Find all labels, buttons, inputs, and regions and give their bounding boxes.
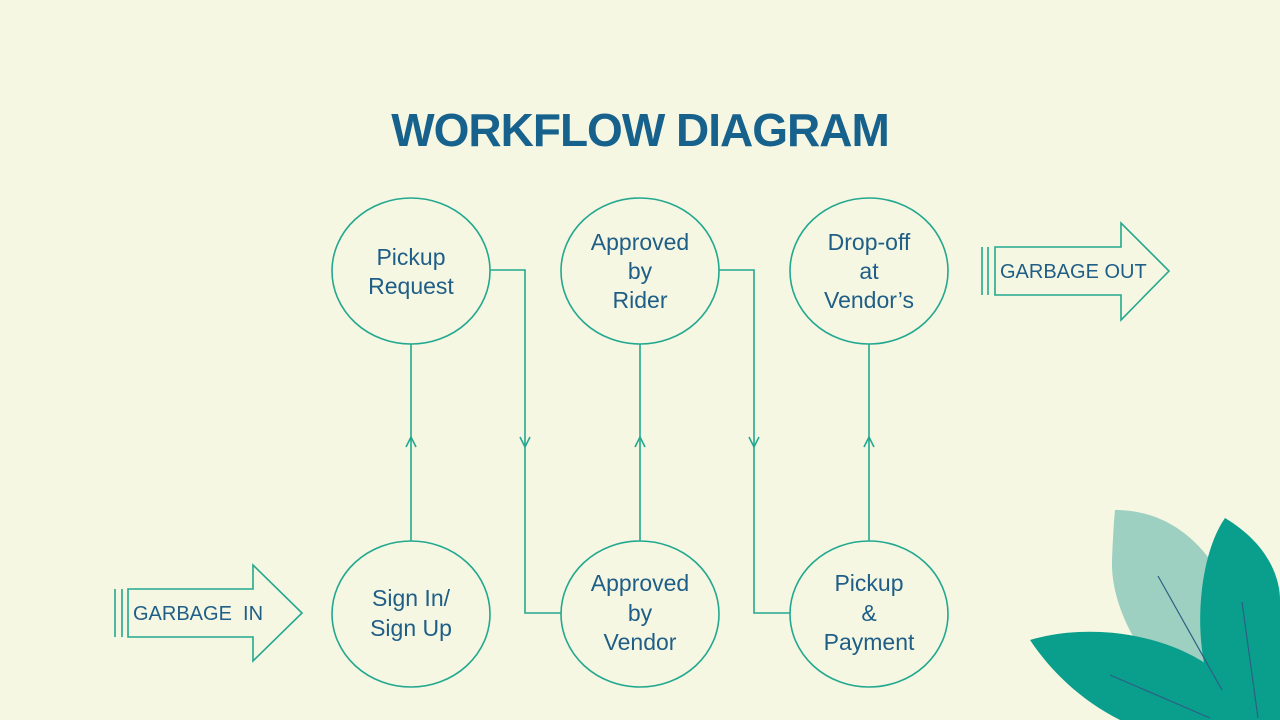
arrowhead-up-icon — [634, 435, 646, 448]
garbage-in-label: GARBAGE IN — [133, 603, 263, 625]
node-approved-by-vendor: Approved by Vendor — [560, 540, 720, 688]
garbage-out-label: GARBAGE OUT — [1000, 261, 1147, 283]
arrowhead-down-icon — [519, 436, 531, 449]
node-label-line: by — [628, 600, 653, 626]
node-label-line: Pickup — [834, 570, 903, 596]
garbage-out-arrow: GARBAGE OUT — [981, 221, 1171, 322]
leaf-dark-icon — [1200, 518, 1280, 720]
node-label-line: & — [861, 600, 876, 626]
edge-approved-rider-to-pickup-payment — [719, 269, 790, 614]
page-title: WORKFLOW DIAGRAM — [391, 104, 889, 156]
node-dropoff-at-vendors: Drop-off at Vendor’s — [789, 197, 949, 345]
node-label-line: Drop-off — [828, 229, 911, 255]
node-label-line: Vendor’s — [824, 287, 914, 313]
arrowhead-down-icon — [748, 436, 760, 449]
node-approved-by-rider: Approved by Rider — [560, 197, 720, 345]
node-label-line: at — [859, 258, 879, 284]
node-label-line: Vendor — [604, 629, 677, 655]
node-pickup-request: Pickup Request — [331, 197, 491, 345]
connectors — [405, 269, 875, 614]
node-pickup-payment: Pickup & Payment — [789, 540, 949, 688]
arrow-right-icon — [127, 563, 304, 663]
node-label-line: Approved — [591, 570, 689, 596]
arrow-right-icon — [994, 221, 1171, 322]
node-label-line: Request — [368, 273, 454, 299]
node-label-line: Rider — [613, 287, 668, 313]
leaf-vein — [1241, 601, 1259, 719]
node-label-line: Sign Up — [370, 615, 452, 641]
node-signin-signup: Sign In/ Sign Up — [331, 540, 491, 688]
decorative-leaves — [1030, 510, 1280, 720]
node-label-line: Sign In/ — [372, 585, 451, 611]
node-label-line: Pickup — [376, 244, 445, 270]
leaf-vein — [1157, 575, 1223, 691]
arrowhead-up-icon — [863, 435, 875, 448]
edge-pickup-request-to-approved-vendor — [490, 269, 561, 614]
leaf-dark-icon — [1030, 631, 1275, 720]
leaf-vein — [1109, 674, 1211, 719]
garbage-in-arrow: GARBAGE IN — [114, 563, 304, 663]
node-label-line: Approved — [591, 229, 689, 255]
node-label-line: Payment — [824, 629, 915, 655]
node-label-line: by — [628, 258, 653, 284]
arrowhead-up-icon — [405, 435, 417, 448]
